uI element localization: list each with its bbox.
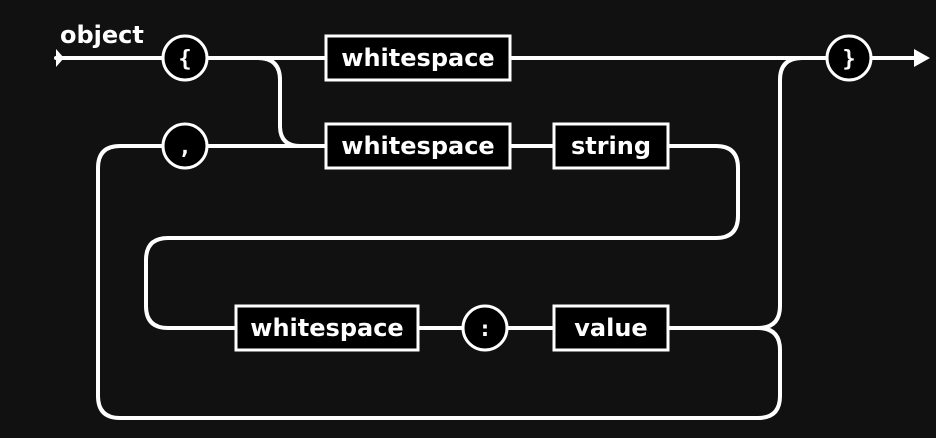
box-value: value xyxy=(552,304,670,352)
open-brace-label: { xyxy=(178,47,191,72)
diagram-tracks xyxy=(54,56,920,420)
close-brace-label: } xyxy=(842,47,855,72)
box-whitespace-bottom: whitespace xyxy=(234,304,420,352)
whitespace-top-label: whitespace xyxy=(341,44,494,72)
terminal-comma: , xyxy=(161,122,209,170)
comma-label: , xyxy=(178,135,191,160)
terminal-open-brace: { xyxy=(161,34,209,82)
string-label: string xyxy=(571,132,651,160)
value-label: value xyxy=(574,314,647,342)
entry-marker xyxy=(56,49,64,67)
box-whitespace-top: whitespace xyxy=(324,34,512,82)
track-branch-down xyxy=(256,56,328,148)
box-string: string xyxy=(552,122,670,170)
track-value-loop-back xyxy=(96,144,782,420)
terminal-colon: : xyxy=(461,304,509,352)
box-whitespace-middle: whitespace xyxy=(324,122,512,170)
whitespace-middle-label: whitespace xyxy=(341,132,494,160)
terminal-close-brace: } xyxy=(825,34,873,82)
track-string-loop xyxy=(144,144,740,330)
diagram-title: object xyxy=(60,21,144,49)
colon-label: : xyxy=(478,317,491,342)
exit-arrow-icon xyxy=(914,49,930,67)
track-value-to-close xyxy=(666,56,804,330)
whitespace-bottom-label: whitespace xyxy=(250,314,403,342)
